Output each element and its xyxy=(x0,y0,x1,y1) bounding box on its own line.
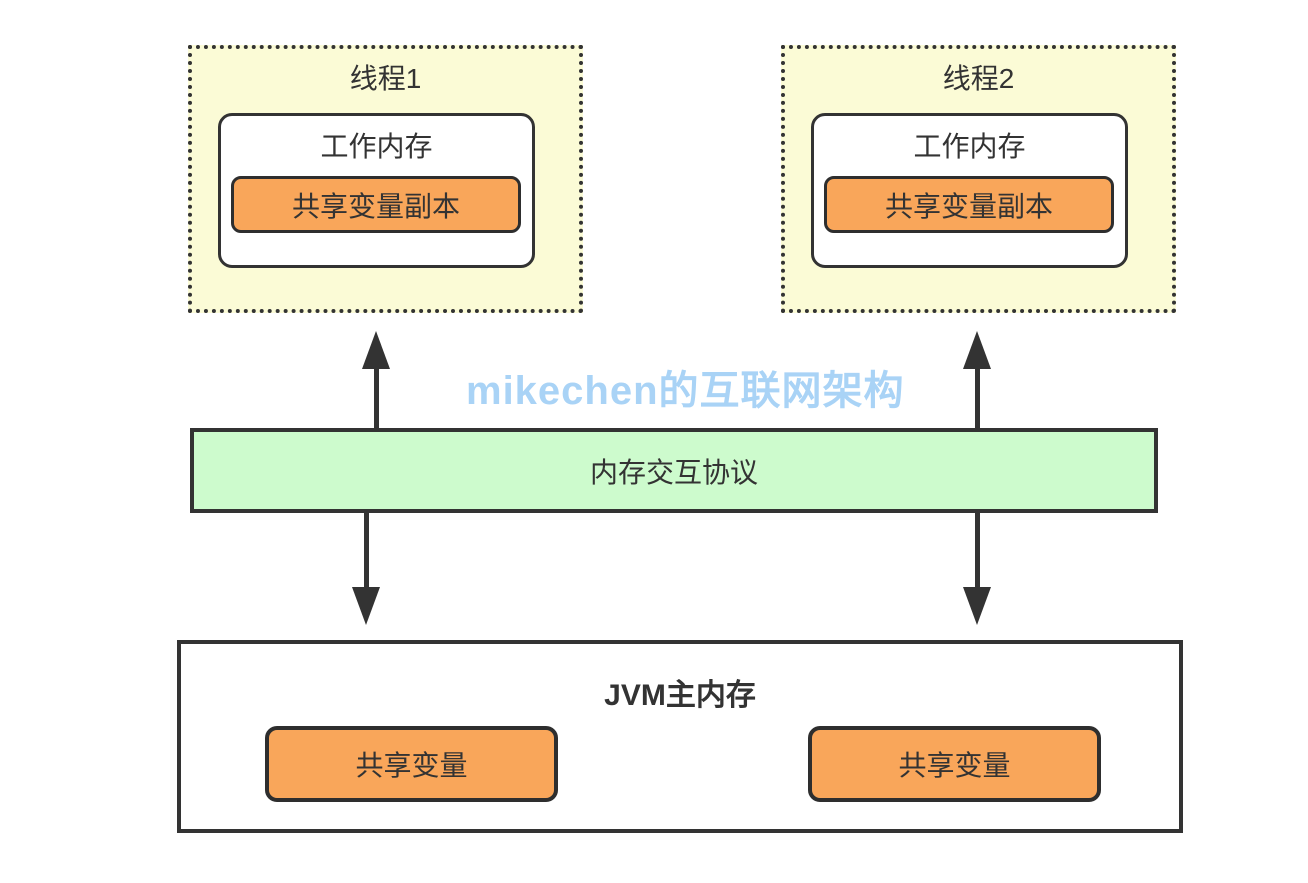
thread-2-working-memory-title: 工作内存 xyxy=(913,131,1026,162)
shared-var-label-2: 共享变量 xyxy=(898,750,1011,781)
thread-2-title: 线程2 xyxy=(942,63,1015,94)
memory-protocol-label: 内存交互协议 xyxy=(589,456,758,488)
thread-1-box: 线程1 工作内存 共享变量副本 xyxy=(188,45,583,313)
thread-1-shared-copy-box: 共享变量副本 xyxy=(231,176,521,233)
shared-var-box-1: 共享变量 xyxy=(265,726,558,802)
thread-1-title: 线程1 xyxy=(349,63,422,94)
arrow-shaft xyxy=(373,369,379,428)
thread-2-shared-copy-box: 共享变量副本 xyxy=(824,176,1114,233)
arrow-up-left-icon xyxy=(361,331,391,428)
arrow-down-left-icon xyxy=(351,512,381,625)
arrow-shaft xyxy=(974,369,980,428)
thread-2-working-memory-box: 工作内存 共享变量副本 xyxy=(811,113,1128,268)
memory-protocol-bar: 内存交互协议 xyxy=(190,428,1158,513)
arrow-head-icon xyxy=(963,331,991,369)
jvm-main-memory-title: JVM主内存 xyxy=(604,679,756,712)
arrow-shaft xyxy=(363,512,369,587)
shared-var-box-2: 共享变量 xyxy=(808,726,1101,802)
arrow-head-icon xyxy=(362,331,390,369)
jvm-main-memory-box: JVM主内存 共享变量 共享变量 xyxy=(177,640,1183,833)
thread-2-shared-copy-label: 共享变量副本 xyxy=(884,190,1053,222)
thread-1-working-memory-title: 工作内存 xyxy=(320,131,433,162)
arrow-down-right-icon xyxy=(962,512,992,625)
shared-var-label-1: 共享变量 xyxy=(355,750,468,781)
arrow-head-icon xyxy=(352,587,380,625)
thread-2-box: 线程2 工作内存 共享变量副本 xyxy=(781,45,1176,313)
thread-1-working-memory-box: 工作内存 共享变量副本 xyxy=(218,113,535,268)
arrow-head-icon xyxy=(963,587,991,625)
arrow-up-right-icon xyxy=(962,331,992,428)
thread-1-shared-copy-label: 共享变量副本 xyxy=(291,190,460,222)
arrow-shaft xyxy=(974,512,980,587)
watermark-text: mikechen的互联网架构 xyxy=(466,369,905,413)
